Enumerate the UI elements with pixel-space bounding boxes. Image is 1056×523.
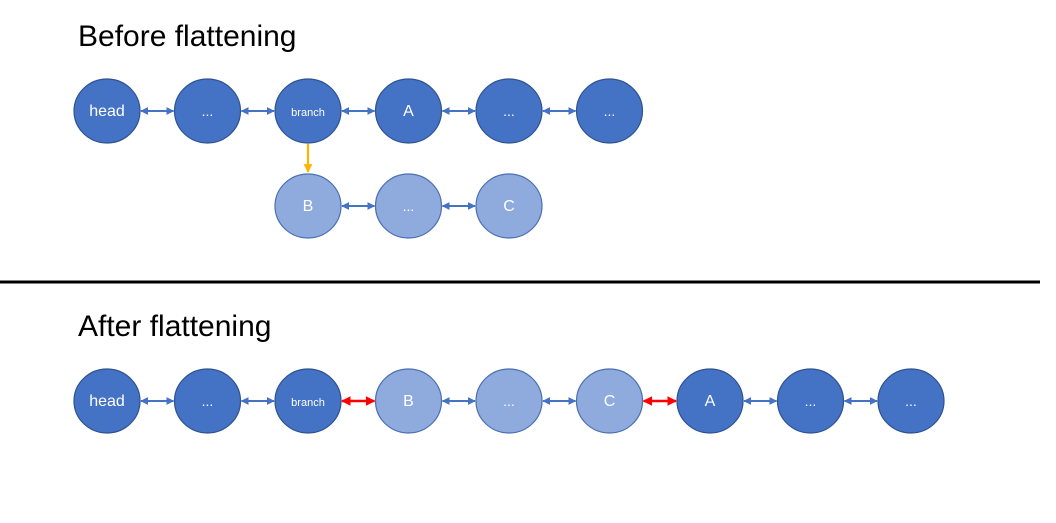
node-c: C [475, 173, 543, 239]
node-label: ... [202, 103, 214, 119]
node-label: B [403, 393, 414, 410]
node-ellipsis: ... [475, 78, 543, 144]
node-c: C [575, 368, 644, 434]
node-circle [776, 368, 845, 434]
node-label: ... [604, 103, 616, 119]
node-circle [475, 173, 543, 239]
node-circle [374, 173, 443, 239]
node-head: head [73, 78, 141, 144]
node-ellipsis: ... [776, 368, 845, 434]
node-head: head [73, 368, 141, 434]
node-label: ... [503, 103, 515, 119]
node-label: C [503, 198, 515, 215]
node-circle [73, 78, 141, 144]
node-circle [374, 78, 443, 144]
node-label: B [303, 198, 314, 215]
after-title: After flattening [78, 310, 271, 343]
node-label: branch [291, 107, 325, 119]
node-ellipsis: ... [877, 368, 945, 434]
node-b: B [374, 368, 443, 434]
node-branch: branch [274, 368, 342, 434]
node-a: A [374, 78, 443, 144]
node-label: A [705, 393, 716, 410]
node-circle [173, 368, 242, 434]
node-branch: branch [274, 78, 342, 144]
node-circle [73, 368, 141, 434]
node-label: ... [403, 198, 415, 214]
node-circle [575, 368, 644, 434]
node-circle [374, 368, 443, 434]
node-label: ... [503, 393, 515, 409]
node-circle [475, 78, 543, 144]
node-label: C [604, 393, 616, 410]
node-circle [274, 368, 342, 434]
node-circle [575, 78, 644, 144]
after-chain: head... branch B... C A...... [73, 368, 945, 434]
node-ellipsis: ... [173, 368, 242, 434]
before-main-chain: head... branch A...... [73, 78, 644, 144]
node-circle [173, 78, 242, 144]
node-circle [475, 368, 543, 434]
node-ellipsis: ... [173, 78, 242, 144]
before-branch-chain: B... C [274, 173, 543, 239]
node-label: A [403, 103, 414, 120]
node-label: head [89, 103, 125, 120]
node-label: ... [202, 393, 214, 409]
node-ellipsis: ... [374, 173, 443, 239]
node-a: A [676, 368, 744, 434]
node-b: B [274, 173, 342, 239]
node-label: branch [291, 397, 325, 409]
node-ellipsis: ... [575, 78, 644, 144]
node-label: head [89, 393, 125, 410]
node-circle [274, 78, 342, 144]
node-label: ... [805, 393, 817, 409]
before-title: Before flattening [78, 20, 296, 53]
node-circle [877, 368, 945, 434]
node-label: ... [905, 393, 917, 409]
node-ellipsis: ... [475, 368, 543, 434]
node-circle [274, 173, 342, 239]
node-circle [676, 368, 744, 434]
